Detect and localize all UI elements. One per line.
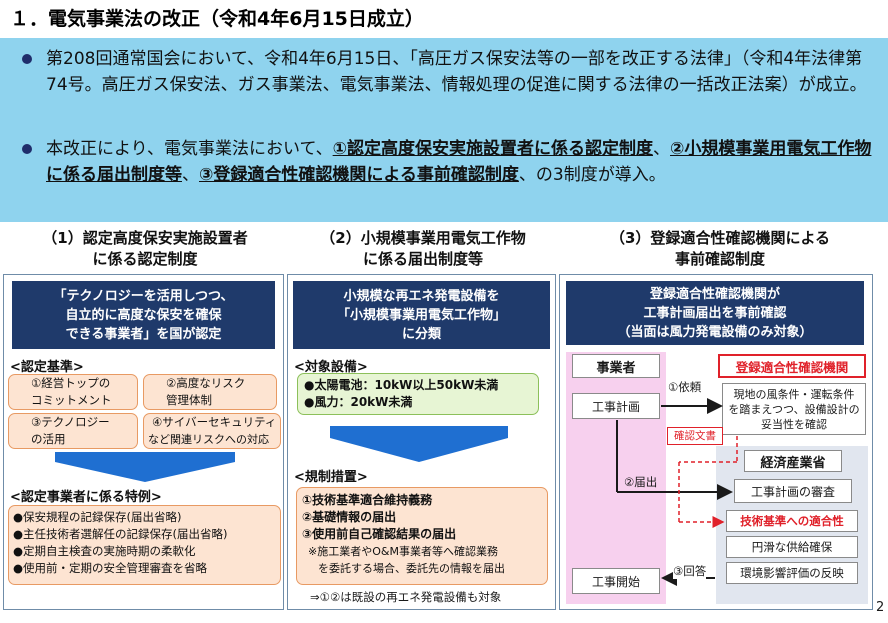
irai-label: ①依頼 bbox=[668, 379, 702, 395]
kikan-note-box: 現地の風条件・運転条件を踏まえつつ、設備設計の妥当性を確認 bbox=[722, 383, 866, 435]
criterion-3: ③テクノロジーの活用 bbox=[8, 413, 138, 449]
col1-banner: 「テクノロジーを活用しつつ、自立的に高度な保安を確保できる事業者」を国が認定 bbox=[12, 281, 275, 349]
col1-heading: （1）認定高度保安実施設置者に係る認定制度 bbox=[42, 229, 248, 268]
bullet2-text: 本改正により、電気事業法において、 bbox=[46, 139, 333, 159]
col1-down-arrow bbox=[55, 452, 235, 482]
bullet-dot bbox=[22, 54, 32, 64]
flow-arrows bbox=[616, 398, 738, 586]
target-label: <対象設備> bbox=[294, 360, 368, 375]
shinsa-box: 工事計画の審査 bbox=[734, 479, 852, 503]
col3-heading: （3）登録適合性確認機関による事前確認制度 bbox=[610, 229, 830, 268]
page-number: 2 bbox=[876, 600, 885, 615]
criteria-label: <認定基準> bbox=[10, 360, 84, 375]
kakunin-bunsho-label: 確認文書 bbox=[667, 427, 723, 445]
kaito-label: ③回答 bbox=[673, 563, 707, 579]
bullet2-system-3: ③登録適合性確認機関による事前確認制度 bbox=[199, 165, 519, 185]
col2-down-arrow bbox=[330, 426, 508, 462]
bullet-dot bbox=[22, 144, 32, 154]
koji-keikaku-box: 工事計画 bbox=[572, 393, 660, 419]
summary-bullet-2: 本改正により、電気事業法において、①認定高度保安実施設置者に係る認定制度、②小規… bbox=[22, 136, 872, 188]
criterion-1: ①経営トップのコミットメント bbox=[8, 374, 138, 410]
criterion-4: ④サイバーセキュリティなど関連リスクへの対応 bbox=[143, 413, 281, 449]
check-1: 技術基準への適合性 bbox=[726, 510, 858, 532]
measure-box: ①技術基準適合維持義務 ②基礎情報の届出 ③使用前自己確認結果の届出 ※施工業者… bbox=[296, 487, 548, 585]
special-label: <認定事業者に係る特例> bbox=[10, 490, 162, 505]
col2-heading: （2）小規模事業用電気工作物に係る届出制度等 bbox=[320, 229, 526, 268]
bullet2-system-2: ②小規模事業用電気工作物に係る届出制度等 bbox=[46, 139, 872, 185]
koji-kaishi-box: 工事開始 bbox=[572, 568, 660, 594]
check-3: 環境影響評価の反映 bbox=[726, 562, 858, 584]
todokede-label: ②届出 bbox=[624, 475, 658, 489]
measure-label: <規制措置> bbox=[294, 470, 368, 485]
special-list: ●保安規程の記録保存(届出省略) ●主任技術者選解任の記録保存(届出省略) ●定… bbox=[8, 505, 281, 585]
summary-box bbox=[0, 38, 888, 222]
page-title: １．電気事業法の改正（令和4年6月15日成立） bbox=[10, 8, 424, 30]
criterion-2: ②高度なリスク管理体制 bbox=[143, 374, 277, 410]
check-2: 円滑な供給確保 bbox=[726, 536, 858, 558]
target-box: ●太陽電池：10kW以上50kW未満 ●風力：20kW未満 bbox=[297, 373, 539, 415]
meti-label: 経済産業省 bbox=[744, 450, 842, 472]
col2-banner: 小規模な再エネ発電設備を「小規模事業用電気工作物」に分類 bbox=[293, 281, 550, 349]
jigyosha-label: 事業者 bbox=[572, 354, 660, 378]
col2-footnote: ⇒①②は既設の再エネ発電設備も対象 bbox=[310, 590, 502, 604]
summary-bullet-1: 第208回通常国会において、令和4年6月15日、「高圧ガス保安法等の一部を改正す… bbox=[22, 46, 872, 98]
bullet2-system-1: ①認定高度保安実施設置者に係る認定制度 bbox=[332, 139, 654, 159]
kikan-label: 登録適合性確認機関 bbox=[718, 354, 866, 378]
col3-banner: 登録適合性確認機関が工事計画届出を事前確認（当面は風力発電設備のみ対象） bbox=[566, 281, 864, 345]
